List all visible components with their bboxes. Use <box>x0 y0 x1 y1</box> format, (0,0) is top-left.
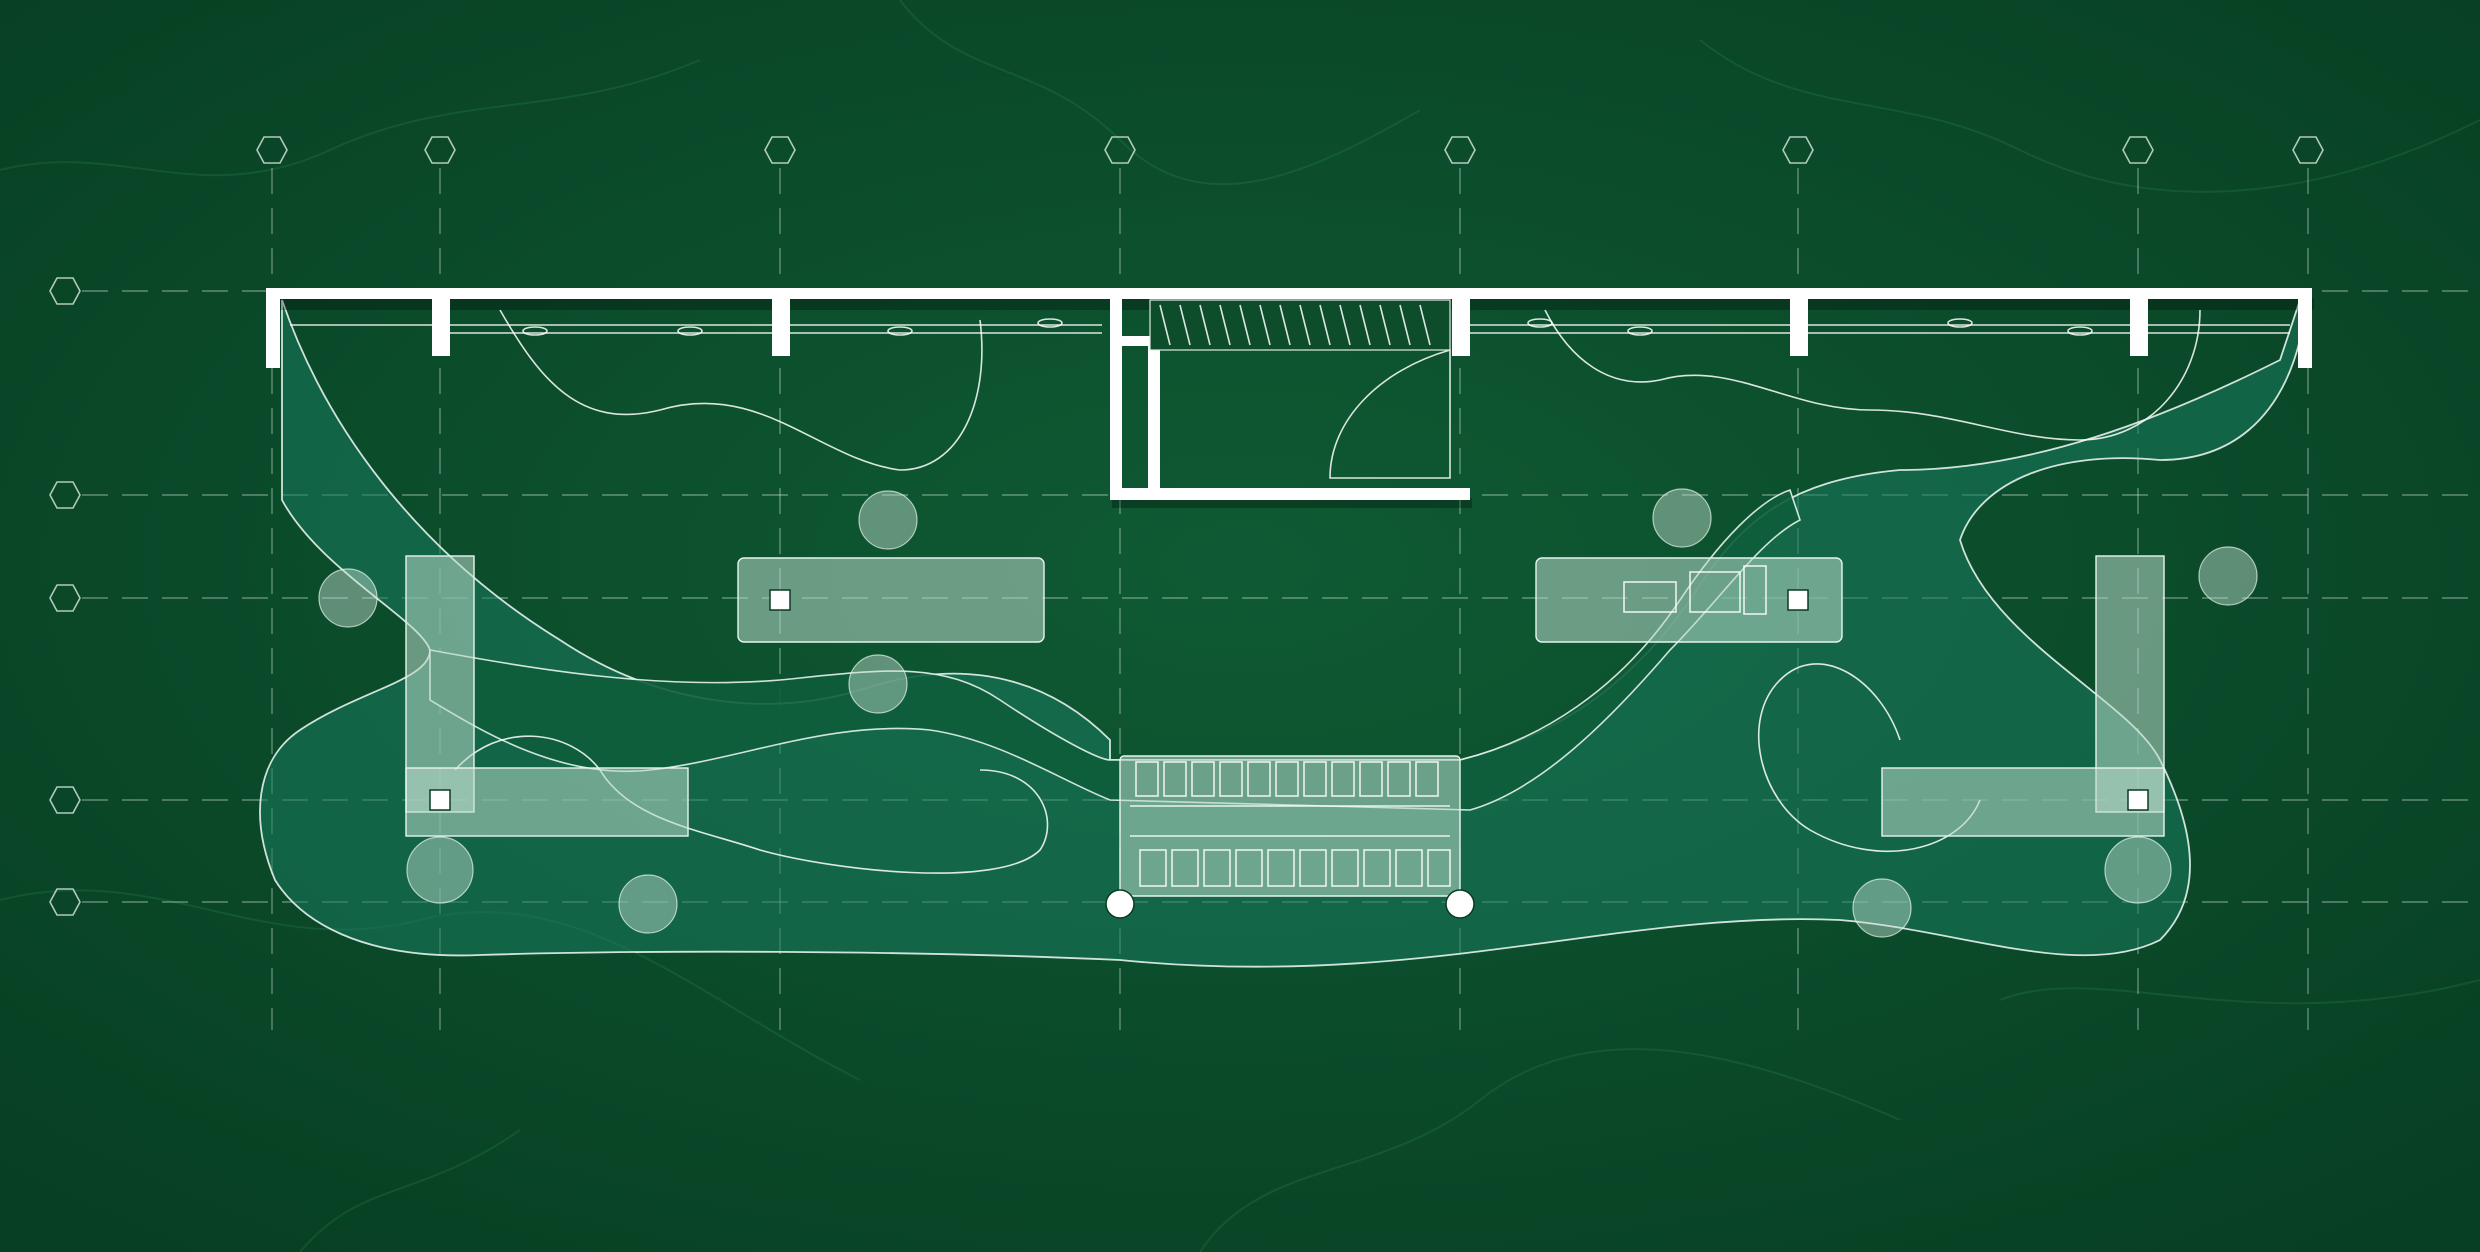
wall-column <box>772 288 790 356</box>
entrance-hatch <box>1149 299 1451 351</box>
seat <box>1163 761 1187 797</box>
round-table <box>858 490 918 550</box>
left-lobe <box>454 735 1049 874</box>
light-fixture <box>522 326 548 336</box>
round-table <box>618 874 678 934</box>
post <box>1445 889 1475 919</box>
post <box>1105 889 1135 919</box>
grid-tag-hexagon <box>2292 136 2324 164</box>
building-walls <box>266 288 2312 500</box>
vestibule-wall <box>1148 336 1160 488</box>
seat <box>1235 849 1263 887</box>
wall-column <box>2130 288 2148 356</box>
grid-tag-hexagon <box>2122 136 2154 164</box>
grid-tag-hexagon <box>49 277 81 305</box>
seat <box>1139 849 1167 887</box>
light-fixture <box>677 326 703 336</box>
wall-column <box>1452 288 1470 356</box>
light-fixture <box>1627 326 1653 336</box>
round-table <box>1652 488 1712 548</box>
central-seating-block <box>1119 755 1461 897</box>
light-fixture <box>1527 318 1553 328</box>
desk-left-center <box>737 557 1045 643</box>
seat <box>1247 761 1271 797</box>
l-desk-right-horizontal <box>1881 767 2165 837</box>
seat <box>1387 761 1411 797</box>
round-tables <box>318 488 2258 938</box>
l-desk-left-horizontal <box>405 767 689 837</box>
entry-arc <box>1329 348 1451 479</box>
round-table <box>848 654 908 714</box>
grid-tag-hexagon <box>764 136 796 164</box>
printer <box>1743 565 1767 615</box>
seating-grid <box>1130 761 1451 887</box>
circulation-band <box>429 488 1801 811</box>
grid-tag-hexagon <box>424 136 456 164</box>
round-table <box>2198 546 2258 606</box>
grid-tag-hexagon <box>1782 136 1814 164</box>
entrance-panel <box>1149 299 1451 351</box>
wall-column <box>2298 288 2312 368</box>
round-table <box>2104 836 2172 904</box>
window-glazing <box>290 318 2290 336</box>
grid-tag-hexagon <box>1444 136 1476 164</box>
round-table <box>318 568 378 628</box>
light-fixture <box>1947 318 1973 328</box>
post <box>429 789 451 811</box>
seat <box>1267 849 1295 887</box>
seat <box>1331 849 1359 887</box>
seat <box>1219 761 1243 797</box>
seat <box>1303 761 1327 797</box>
seat <box>1415 761 1439 797</box>
post <box>2127 789 2149 811</box>
round-table <box>1852 878 1912 938</box>
seat <box>1135 761 1159 797</box>
seat <box>1275 761 1299 797</box>
upper-right-zone <box>1544 309 2201 441</box>
grid-tags <box>49 136 2324 916</box>
vestibule-wall <box>1110 488 1470 500</box>
seat <box>1191 761 1215 797</box>
wall-column <box>432 288 450 356</box>
grid-tag-hexagon <box>1104 136 1136 164</box>
grid-tag-hexagon <box>256 136 288 164</box>
seat <box>1331 761 1355 797</box>
round-table <box>406 836 474 904</box>
seat <box>1427 849 1451 887</box>
posts <box>429 589 2149 919</box>
seat <box>1359 761 1383 797</box>
reception-equipment <box>1623 565 1767 615</box>
light-fixture <box>887 326 913 336</box>
vestibule-wall <box>1122 336 1158 346</box>
vestibule-wall <box>1110 288 1122 498</box>
monitor <box>1689 571 1741 613</box>
grid-tag-hexagon <box>49 481 81 509</box>
wall-shadow <box>1112 498 1472 508</box>
light-fixture <box>2067 326 2093 336</box>
grid-tag-hexagon <box>49 786 81 814</box>
grid-tag-hexagon <box>49 584 81 612</box>
wall-column <box>1790 288 1808 356</box>
seat <box>1171 849 1199 887</box>
upper-left-zone <box>499 309 983 471</box>
furniture <box>405 555 2165 897</box>
post <box>1787 589 1809 611</box>
post <box>769 589 791 611</box>
wall-column <box>266 288 280 368</box>
keyboard <box>1623 581 1677 613</box>
right-lobe <box>1758 663 1981 852</box>
seat <box>1299 849 1327 887</box>
main-floor-zone <box>259 299 2301 968</box>
top-wall <box>266 288 2312 299</box>
seat <box>1203 849 1231 887</box>
entrance-hatch-pattern <box>1159 304 1431 346</box>
grid-tag-hexagon <box>49 888 81 916</box>
seat <box>1363 849 1391 887</box>
seat <box>1395 849 1423 887</box>
light-fixture <box>1037 318 1063 328</box>
